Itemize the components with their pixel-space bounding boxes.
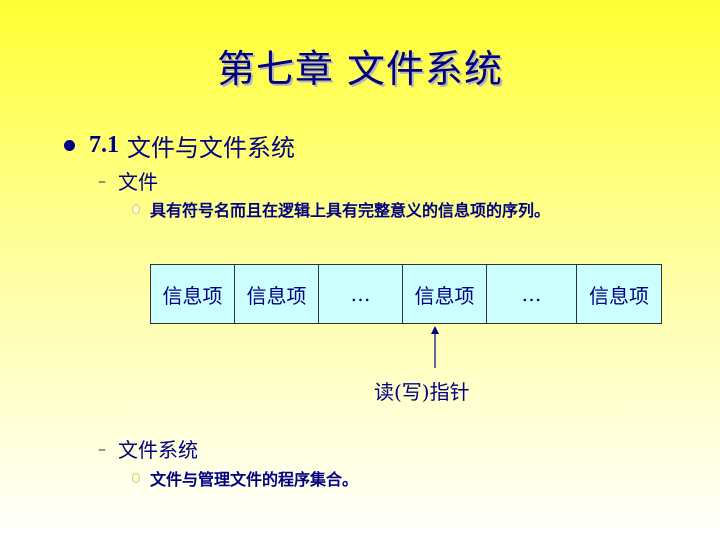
record-sequence-diagram: 信息项 信息项 … 信息项 … 信息项 (150, 264, 662, 324)
file-heading: – 文件 (98, 166, 158, 195)
slide-title: 第七章 文件系统 (216, 47, 504, 91)
pointer-label: 读(写)指针 (374, 380, 470, 404)
record-cell: … (319, 265, 403, 323)
record-cell: … (487, 265, 577, 323)
file-system-definition: 文件与管理文件的程序集合。 (132, 466, 358, 490)
section-number: 7.1 (89, 132, 119, 158)
file-system-definition-text: 文件与管理文件的程序集合。 (150, 470, 359, 489)
dash-bullet-icon: – (98, 439, 106, 458)
bullet-dot-icon (64, 140, 75, 151)
record-cell: 信息项 (235, 265, 319, 323)
record-cell: 信息项 (403, 265, 487, 323)
file-heading-text: 文件 (118, 170, 158, 194)
record-cell: 信息项 (589, 283, 649, 308)
dash-bullet-icon: – (98, 171, 106, 190)
file-definition-text: 具有符号名而且在逻辑上具有完整意义的信息项的序列。 (150, 201, 551, 220)
file-system-heading: – 文件系统 (98, 434, 198, 463)
small-bullet-icon (132, 473, 140, 483)
section-label: 文件与文件系统 (127, 134, 295, 162)
file-definition: 具有符号名而且在逻辑上具有完整意义的信息项的序列。 (132, 197, 550, 221)
pointer-arrow-icon (431, 326, 439, 368)
small-bullet-icon (132, 204, 140, 214)
record-cell: 信息项 (151, 265, 235, 323)
section-heading: 7.1 文件与文件系统 (64, 128, 295, 163)
file-system-heading-text: 文件系统 (118, 438, 198, 462)
